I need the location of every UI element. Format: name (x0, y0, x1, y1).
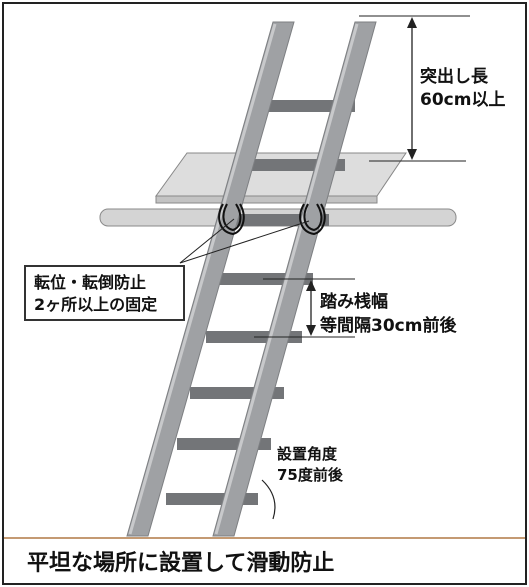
rung-spacing-label: 踏み桟幅 等間隔30cm前後 (320, 290, 456, 338)
protrusion-length-label: 突出し長 60cm以上 (420, 66, 505, 112)
installation-angle-label: 設置角度 75度前後 (277, 444, 343, 486)
ladder-left-rail (126, 21, 295, 537)
angle-arc (261, 479, 276, 520)
left-rail-highlight (128, 23, 277, 535)
rung-spacing-line1: 踏み桟幅 (320, 292, 388, 312)
fixing-label-box: 転位・転倒防止 2ヶ所以上の固定 (24, 265, 185, 321)
protrusion-length-line1: 突出し長 (420, 67, 488, 87)
fixing-line1: 転位・転倒防止 (34, 273, 147, 292)
protrusion-arrow-top (407, 17, 417, 28)
installation-angle-line1: 設置角度 (277, 445, 338, 463)
protrusion-arrow-bottom (407, 149, 417, 160)
installation-angle-line2: 75度前後 (277, 466, 343, 484)
fixing-leader-line (179, 218, 235, 264)
tie-wire-left (218, 203, 245, 236)
rung-spacing-line2: 等間隔30cm前後 (320, 316, 457, 336)
protrusion-length-line2: 60cm以上 (420, 90, 506, 110)
rung-spacing-arrow-bottom (306, 325, 316, 336)
scaffold-platform-edge (155, 195, 378, 204)
fixing-line2: 2ヶ所以上の固定 (34, 295, 158, 314)
fixing-label: 転位・転倒防止 2ヶ所以上の固定 (34, 272, 157, 316)
fixing-leader-line (179, 220, 310, 264)
rung-spacing-arrow-top (306, 280, 316, 291)
tie-wire-right (299, 203, 326, 236)
footer-caption: 平坦な場所に設置して滑動防止 (27, 551, 335, 576)
ladder-illustration (4, 15, 525, 539)
